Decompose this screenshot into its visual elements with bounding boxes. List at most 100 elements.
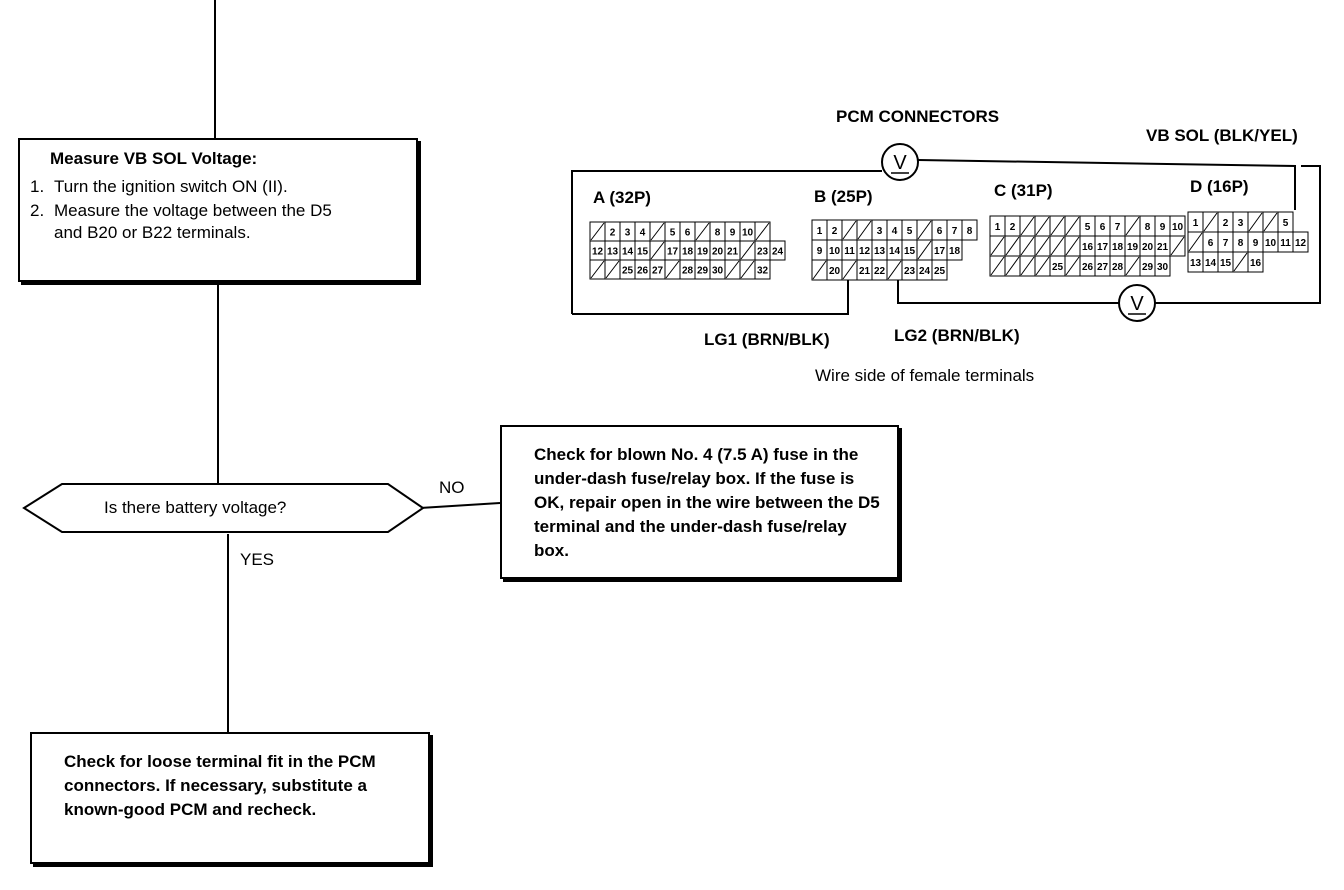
measure-step-1: 1.Turn the ignition switch ON (II). [30,177,288,196]
connector-pin-label: 4 [892,226,898,237]
connector-empty-cell [590,260,605,279]
connector-empty-cell [1188,232,1203,252]
connector-pin-label: 2 [832,226,838,237]
connector-pin-label: 5 [1085,222,1091,233]
connector-pin-label: 18 [1112,242,1124,253]
connector-pin-label: 7 [952,226,958,237]
connector-pin-label: 4 [640,227,646,238]
connector-empty-cell [755,222,770,241]
connector-pin-label: 6 [1208,238,1214,249]
connector-empty-cell [887,260,902,280]
yes-result-text: Check for loose terminal fit in the PCM … [64,752,376,819]
connector-pin-label: 16 [1250,258,1262,269]
connector-empty-cell [1050,236,1065,256]
connector-empty-cell [1065,216,1080,236]
connector-empty-cell [990,256,1005,276]
connector-empty-cell [650,222,665,241]
connector-pin-label: 2 [610,227,616,238]
connector-a-label: A (32P) [593,188,651,207]
connector-pin-label: 14 [1205,258,1217,269]
connector-empty-cell [1020,256,1035,276]
connector-pin-label: 2 [1010,222,1016,233]
diagram-caption: Wire side of female terminals [815,366,1035,385]
connector-pin-label: 6 [1100,222,1106,233]
connector-pin-label: 29 [697,265,709,276]
yes-result-box: Check for loose terminal fit in the PCM … [30,732,430,864]
connector-pin-label: 25 [622,265,634,276]
connector-pin-label: 26 [637,265,649,276]
connector-pin-label: 23 [757,246,769,257]
connector-pin-label: 20 [829,266,841,277]
connector-empty-cell [857,220,872,240]
no-result-text: Check for blown No. 4 (7.5 A) fuse in th… [534,445,880,560]
connector-empty-cell [1125,256,1140,276]
connector-empty-cell [1203,212,1218,232]
connector-pin-label: 1 [995,222,1001,233]
connector-pin-label: 14 [622,246,634,257]
lg1-wire-label: LG1 (BRN/BLK) [704,330,830,349]
connector-empty-cell [812,260,827,280]
connector-pin-label: 11 [1280,238,1291,249]
connector-pin-label: 22 [874,266,886,277]
connector-empty-cell [1065,256,1080,276]
connector-empty-cell [725,260,740,279]
connector-empty-cell [605,260,620,279]
connector-pin-label: 21 [859,266,871,277]
connector-pin-label: 12 [592,246,604,257]
connector-pin-cell [1292,231,1309,253]
connector-empty-cell [590,222,605,241]
connector-pin-label: 20 [1142,242,1154,253]
connector-empty-cell [1125,216,1140,236]
connector-pin-cell [961,219,978,241]
connector-empty-cell [1170,236,1185,256]
connector-pin-label: 17 [1097,242,1109,253]
connector-pin-cell [1154,255,1171,277]
measure-step-box: Measure VB SOL Voltage: 1.Turn the ignit… [18,138,418,282]
decision-shape [22,483,425,533]
connector-pin-label: 3 [1238,218,1244,229]
connector-empty-cell [1263,212,1278,232]
connector-pin-label: 9 [1160,222,1166,233]
measure-step-2: 2.Measure the voltage between the D5 and… [30,201,332,242]
connector-pin-label: 28 [682,265,694,276]
connector-pin-label: 23 [904,266,916,277]
connector-pin-label: 7 [1223,238,1229,249]
connector-empty-cell [917,240,932,260]
connector-pin-label: 27 [652,265,664,276]
connector-pin-label: 8 [967,226,973,237]
connector-pin-label: 12 [859,246,871,257]
connector-empty-cell [695,222,710,241]
decision-yes-label: YES [240,550,275,569]
connector-pin-label: 9 [1253,238,1259,249]
connector-pin-label: 6 [937,226,943,237]
connector-empty-cell [842,260,857,280]
connector-pin-label: 28 [1112,262,1124,273]
connector-pin-label: 15 [904,246,916,257]
connector-pin-label: 9 [817,246,823,257]
connector-pin-label: 13 [607,246,619,257]
pcm-connectors-title: PCM CONNECTORS [836,107,1000,126]
connector-empty-cell [917,220,932,240]
connector-empty-cell [665,260,680,279]
connector-empty-cell [1020,236,1035,256]
connector-pin-label: 12 [1295,238,1307,249]
connector-empty-cell [1035,236,1050,256]
vb-sol-wire-label: VB SOL (BLK/YEL) [1146,126,1298,145]
connector-pin-cell [769,240,786,261]
connector-pin-label: 18 [949,246,961,257]
connector-pin-cell [754,259,771,280]
lg2-wire-label: LG2 (BRN/BLK) [894,326,1020,345]
connector-pin-label: 18 [682,246,694,257]
connector-pin-label: 29 [1142,262,1154,273]
connector-empty-cell [650,241,665,260]
connector-pin-label: 5 [907,226,913,237]
connector-pin-label: 1 [817,226,823,237]
connector-pin-label: 8 [715,227,721,238]
connector-pin-label: 30 [1157,262,1169,273]
connector-empty-cell [740,260,755,279]
pcm-connector-outline [571,159,1321,315]
voltmeter-top-icon: V [881,143,919,181]
connector-pin-label: 26 [1082,262,1094,273]
connector-pin-label: 14 [889,246,901,257]
connector-pin-label: 10 [1172,222,1184,233]
